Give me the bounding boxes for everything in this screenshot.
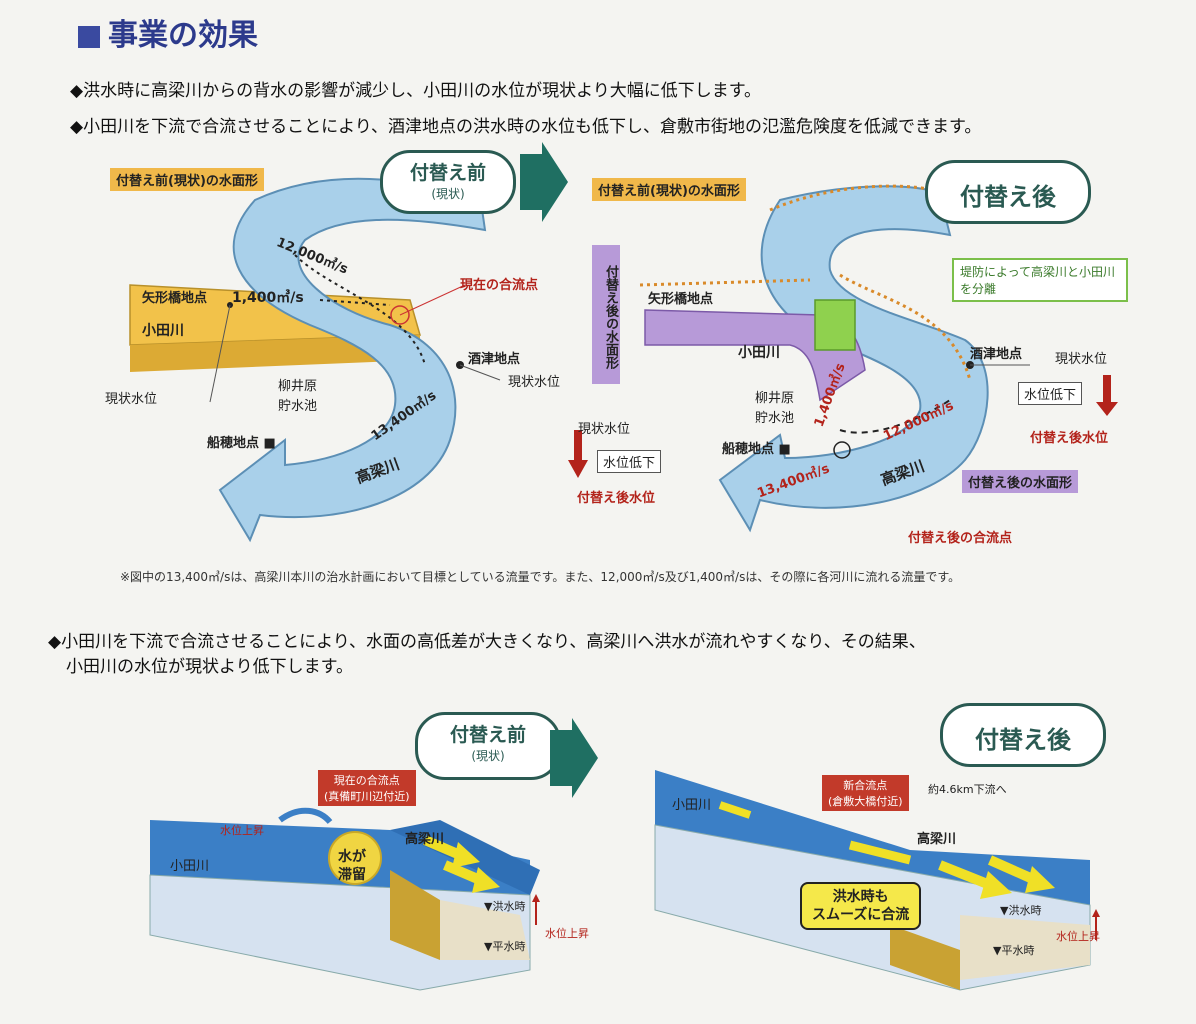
yanaibara-after: 柳井原	[755, 387, 794, 406]
yagata-label: 矢形橋地点	[142, 287, 207, 306]
surface-label-before-right: 付替え前(現状)の水面形	[592, 178, 746, 201]
funao-label: 船穂地点 ■	[207, 432, 276, 451]
arrow-bottom-shape	[550, 718, 598, 798]
page-title: 事業の効果	[78, 10, 258, 54]
odagawa-bottom-before: 小田川	[170, 855, 209, 874]
bubble-before: 付替え前 (現状)	[380, 150, 516, 214]
level-drop-arrow-left-icon	[568, 430, 588, 478]
odagawa-label-after: 小田川	[738, 342, 780, 362]
flood-level-before: ▼洪水時	[484, 898, 525, 914]
after-level-left: 付替え後水位	[577, 487, 655, 506]
smooth-2: スムーズに合流	[812, 906, 909, 924]
bullet-3-line2: 小田川の水位が現状より低下します。	[66, 652, 353, 677]
bubble-before-bottom: 付替え前 (現状)	[415, 712, 561, 780]
takahashi-bottom-after: 高梁川	[917, 828, 956, 847]
after-confluence-label: 付替え後の合流点	[908, 527, 1012, 546]
confluence-tag-after: 新合流点 (倉敷大橋付近)	[822, 775, 909, 811]
levee-note: 堤防によって高梁川と小田川を分離	[952, 258, 1128, 302]
odagawa-label: 小田川	[142, 320, 184, 340]
bullet-3-line1: ◆小田川を下流で合流させることにより、水面の高低差が大きくなり、高梁川へ洪水が流…	[48, 627, 926, 652]
surface-label-before: 付替え前(現状)の水面形	[110, 168, 264, 191]
bullet-1: ◆洪水時に高梁川からの背水の影響が減少し、小田川の水位が現状より大幅に低下します…	[70, 76, 761, 101]
splash-icon	[280, 811, 330, 822]
levee-block	[815, 300, 855, 350]
after-surface-label: 付替え後の水面形	[962, 470, 1078, 493]
confluence-tag-before: 現在の合流点 (真備町川辺付近)	[318, 770, 416, 806]
normal-level-before: ▼平水時	[484, 938, 525, 954]
bubble-after-bottom: 付替え後	[940, 703, 1106, 767]
bubble-after-bottom-title: 付替え後	[943, 720, 1103, 755]
takahashi-bottom-before: 高梁川	[405, 828, 444, 847]
left-drop-arrow-svg	[568, 430, 588, 480]
arrow-before-to-after-bottom	[550, 718, 600, 798]
smooth-1: 洪水時も	[812, 888, 909, 906]
funao-after: 船穂地点 ■	[722, 438, 791, 457]
level-drop-arrow-right	[1096, 375, 1118, 416]
stagnation-label: 水が 滞留	[338, 848, 366, 884]
arrow-before-to-after	[520, 142, 570, 222]
stagnation-1: 水が	[338, 848, 366, 866]
level-rise-before: 水位上昇	[545, 925, 589, 941]
footnote: ※図中の13,400㎥/sは、高梁川本川の治水計画において目標としている流量です…	[120, 568, 960, 585]
sakazu-label: 酒津地点	[468, 348, 520, 367]
level-drop-box-left: 水位低下	[597, 450, 661, 473]
smooth-merge-box: 洪水時も スムーズに合流	[800, 882, 921, 930]
bubble-before-bottom-title: 付替え前	[418, 720, 558, 747]
sakazu-label-after: 酒津地点	[970, 343, 1022, 362]
current-level-left-after: 現状水位	[578, 418, 630, 437]
current-level-left-label: 現状水位	[105, 388, 157, 407]
arrow-shape	[520, 142, 568, 222]
confluence-tag-after-text: 新合流点	[828, 777, 903, 793]
bubble-before-sub: (現状)	[383, 185, 513, 202]
level-drop-box-right: 水位低下	[1018, 382, 1082, 405]
yanaibara-label: 柳井原	[278, 375, 317, 394]
after-surface-vertical-label: 付替え後の水面形	[592, 245, 620, 384]
reservoir-after: 貯水池	[755, 407, 794, 426]
normal-level-after: ▼平水時	[993, 942, 1034, 958]
bubble-before-title: 付替え前	[383, 158, 513, 185]
level-rise-top-before: 水位上昇	[220, 822, 264, 838]
after-level-right: 付替え後水位	[1030, 427, 1108, 446]
confluence-place-after: (倉敷大橋付近)	[828, 793, 903, 809]
level-rise-arrowhead-after	[1092, 909, 1100, 917]
odagawa-bottom-after: 小田川	[672, 794, 711, 813]
flood-level-after: ▼洪水時	[1000, 902, 1041, 918]
bullet-2: ◆小田川を下流で合流させることにより、酒津地点の洪水時の水位も低下し、倉敷市街地…	[70, 112, 981, 137]
level-rise-after: 水位上昇	[1056, 928, 1100, 944]
current-confluence-label: 現在の合流点	[460, 274, 538, 293]
stagnation-2: 滞留	[338, 866, 366, 884]
current-level-right-label: 現状水位	[508, 371, 560, 390]
level-rise-arrowhead	[532, 894, 540, 902]
yagata-label-after: 矢形橋地点	[648, 288, 713, 307]
sakazu-leader	[460, 365, 500, 380]
bubble-after: 付替え後	[925, 160, 1091, 224]
downstream-note: 約4.6km下流へ	[928, 781, 1007, 797]
bubble-after-title: 付替え後	[928, 177, 1088, 212]
confluence-tag-before-text: 現在の合流点	[324, 772, 410, 788]
current-level-right-after: 現状水位	[1055, 348, 1107, 367]
page-title-text: 事業の効果	[108, 18, 258, 53]
title-square-icon	[78, 26, 100, 48]
confluence-place-before: (真備町川辺付近)	[324, 788, 410, 804]
flow-1400-label: 1,400㎥/s	[232, 287, 304, 307]
reservoir-label: 貯水池	[278, 395, 317, 414]
bubble-before-bottom-sub: (現状)	[418, 747, 558, 764]
